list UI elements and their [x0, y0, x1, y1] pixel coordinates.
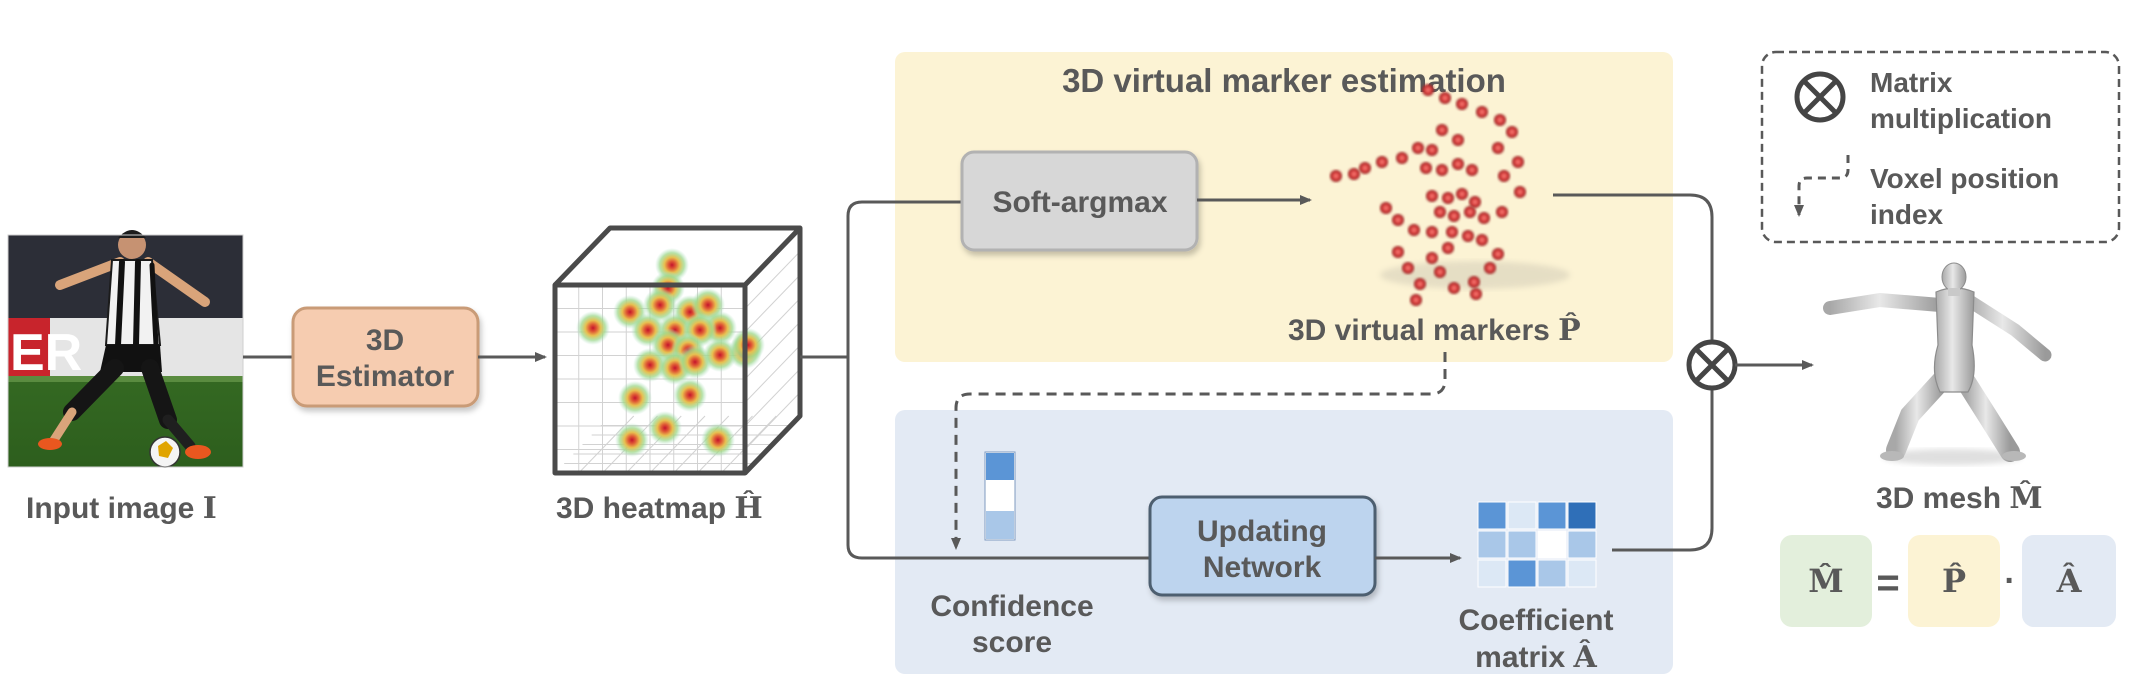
branch-to-softargmax-connector [846, 200, 962, 357]
branch-to-updating-arrow [846, 357, 1150, 560]
input-image-label: Input image I [26, 491, 217, 526]
legend-voxel-dashed-arrow-icon [1794, 155, 1850, 217]
updating-network-box [1148, 495, 1377, 597]
legend-voxel-label-line1: Voxel position [1870, 163, 2059, 194]
virtual-markers-label: 3D virtual markers P̂ [1288, 313, 1581, 348]
heatmap-cube [552, 225, 803, 476]
equation-equals: = [1876, 561, 1899, 605]
updating-label-line1: Updating [1197, 515, 1327, 548]
virtual-marker-panel-title: 3D virtual marker estimation [1062, 62, 1506, 99]
legend-box [1760, 50, 2121, 244]
updating-label-line2: Network [1203, 551, 1322, 584]
confidence-label-line1: Confidence [930, 590, 1093, 623]
equation-a: Â [2056, 562, 2083, 600]
coefficient-label-line2: matrix Â [1475, 639, 1597, 675]
softargmax-label: Soft-argmax [992, 186, 1167, 219]
coefficient-matrix-grid [1477, 501, 1597, 588]
matrix-multiply-icon [1686, 339, 1738, 391]
legend-multiply-icon [1794, 71, 1846, 123]
coefficient-to-multiply-connector [1612, 390, 1714, 552]
confidence-score-bar [984, 451, 1016, 541]
virtual-markers-skeleton [1330, 84, 1570, 306]
voxel-position-index-path [951, 352, 1447, 550]
svg-text:ER: ER [10, 324, 82, 382]
legend-voxel-label-line2: index [1870, 199, 1944, 230]
mesh-figure [1823, 262, 2052, 465]
equation-m: M̂ [1808, 562, 1843, 600]
equation-p-box [1908, 535, 2000, 627]
equation-p: P̂ [1942, 562, 1966, 600]
confidence-label-line2: score [972, 626, 1052, 659]
legend-matrix-label-line2: multiplication [1870, 103, 2052, 134]
equation-a-box [2022, 535, 2116, 627]
equation-dot: · [2004, 562, 2015, 600]
estimator-label-line1: 3D [366, 324, 404, 357]
markers-to-multiply-connector [1553, 193, 1714, 340]
coefficient-label-line1: Coefficient [1458, 604, 1613, 637]
equation-m-box [1780, 535, 1872, 627]
heatmap-label: 3D heatmap Ĥ [556, 490, 763, 526]
estimator-label-line2: Estimator [316, 360, 455, 393]
legend-matrix-label-line1: Matrix [1870, 67, 1953, 98]
input-image: ER [7, 230, 244, 468]
mesh-label: 3D mesh M̂ [1876, 481, 2043, 516]
